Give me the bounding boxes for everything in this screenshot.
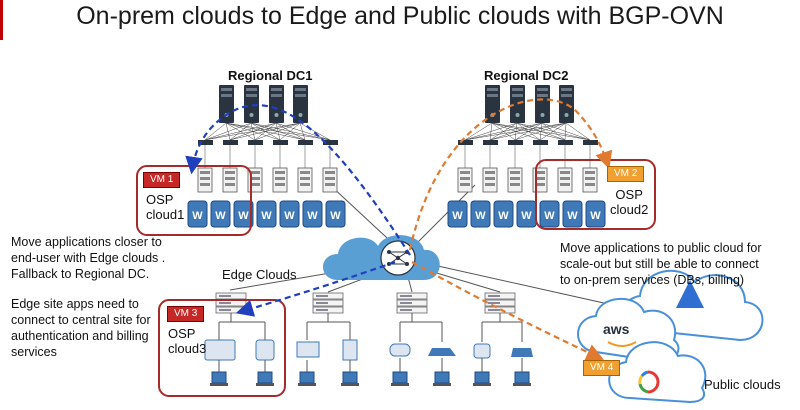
blue-path-dc1 [185, 104, 411, 256]
note-line: end-user with Edge clouds . [11, 251, 166, 265]
dc1-leaf-servers [197, 167, 338, 193]
dc2-w-nodes [447, 200, 606, 228]
note-line: scale-out but still be able to connect [560, 257, 759, 271]
note-line: to on-prem services (DBs, billing) [560, 273, 745, 287]
osp-cloud2-label: OSP cloud2 [610, 187, 648, 217]
note-edge-move: Move applications closer to end-user wit… [11, 234, 165, 282]
note-line: Edge site apps need to [11, 297, 139, 311]
dc2-spine-switches [485, 85, 574, 123]
note-public-move: Move applications to public cloud for sc… [560, 240, 762, 288]
dc1-label: Regional DC1 [228, 68, 313, 83]
note-line: Move applications to public cloud for [560, 241, 762, 255]
vm4-badge: VM 4 [583, 360, 621, 376]
dc1-mesh [204, 122, 331, 168]
note-line: Fallback to Regional DC. [11, 267, 150, 281]
aws-logo-text: aws [603, 321, 630, 337]
note-edge-auth: Edge site apps need to connect to centra… [11, 296, 151, 360]
accent-bar [0, 0, 3, 40]
osp-cloud2-line2: cloud2 [610, 202, 649, 217]
vm3-badge: VM 3 [167, 306, 205, 322]
orange-path-dc2 [408, 98, 613, 251]
vm1-badge: VM 1 [143, 172, 181, 188]
vm2-badge: VM 2 [607, 166, 645, 182]
note-line: services [11, 345, 57, 359]
central-cloud [323, 235, 440, 280]
osp-cloud3-line2: cloud3 [168, 341, 207, 356]
osp-cloud1-line2: cloud1 [146, 207, 185, 222]
edge-site-2 [296, 292, 360, 387]
edge-site-4 [472, 292, 533, 387]
dc2-mesh [464, 122, 591, 168]
osp-cloud3-label: OSP cloud3 [168, 326, 206, 356]
note-line: Move applications closer to [11, 235, 162, 249]
dc2-leaf-servers [457, 167, 598, 193]
edge-clouds-label: Edge Clouds [222, 267, 297, 282]
osp-cloud1-label: OSP cloud1 [146, 192, 184, 222]
osp-cloud3-line1: OSP [168, 326, 196, 341]
public-clouds-label: Public clouds [704, 377, 781, 392]
dc2-agg-switches [458, 140, 598, 145]
note-line: authentication and billing [11, 329, 149, 343]
note-line: connect to central site for [11, 313, 151, 327]
dc2-label: Regional DC2 [484, 68, 569, 83]
blue-path-edge [235, 260, 396, 317]
dc1-agg-switches [198, 140, 338, 145]
dc1-w-nodes [187, 200, 346, 228]
edge-site-3 [389, 292, 456, 387]
osp-cloud1-line1: OSP [146, 192, 174, 207]
osp-cloud2-line1: OSP [615, 187, 643, 202]
osp-cloud3-box [158, 299, 286, 397]
edge-site-1 [204, 292, 275, 387]
page-title: On-prem clouds to Edge and Public clouds… [76, 2, 724, 30]
